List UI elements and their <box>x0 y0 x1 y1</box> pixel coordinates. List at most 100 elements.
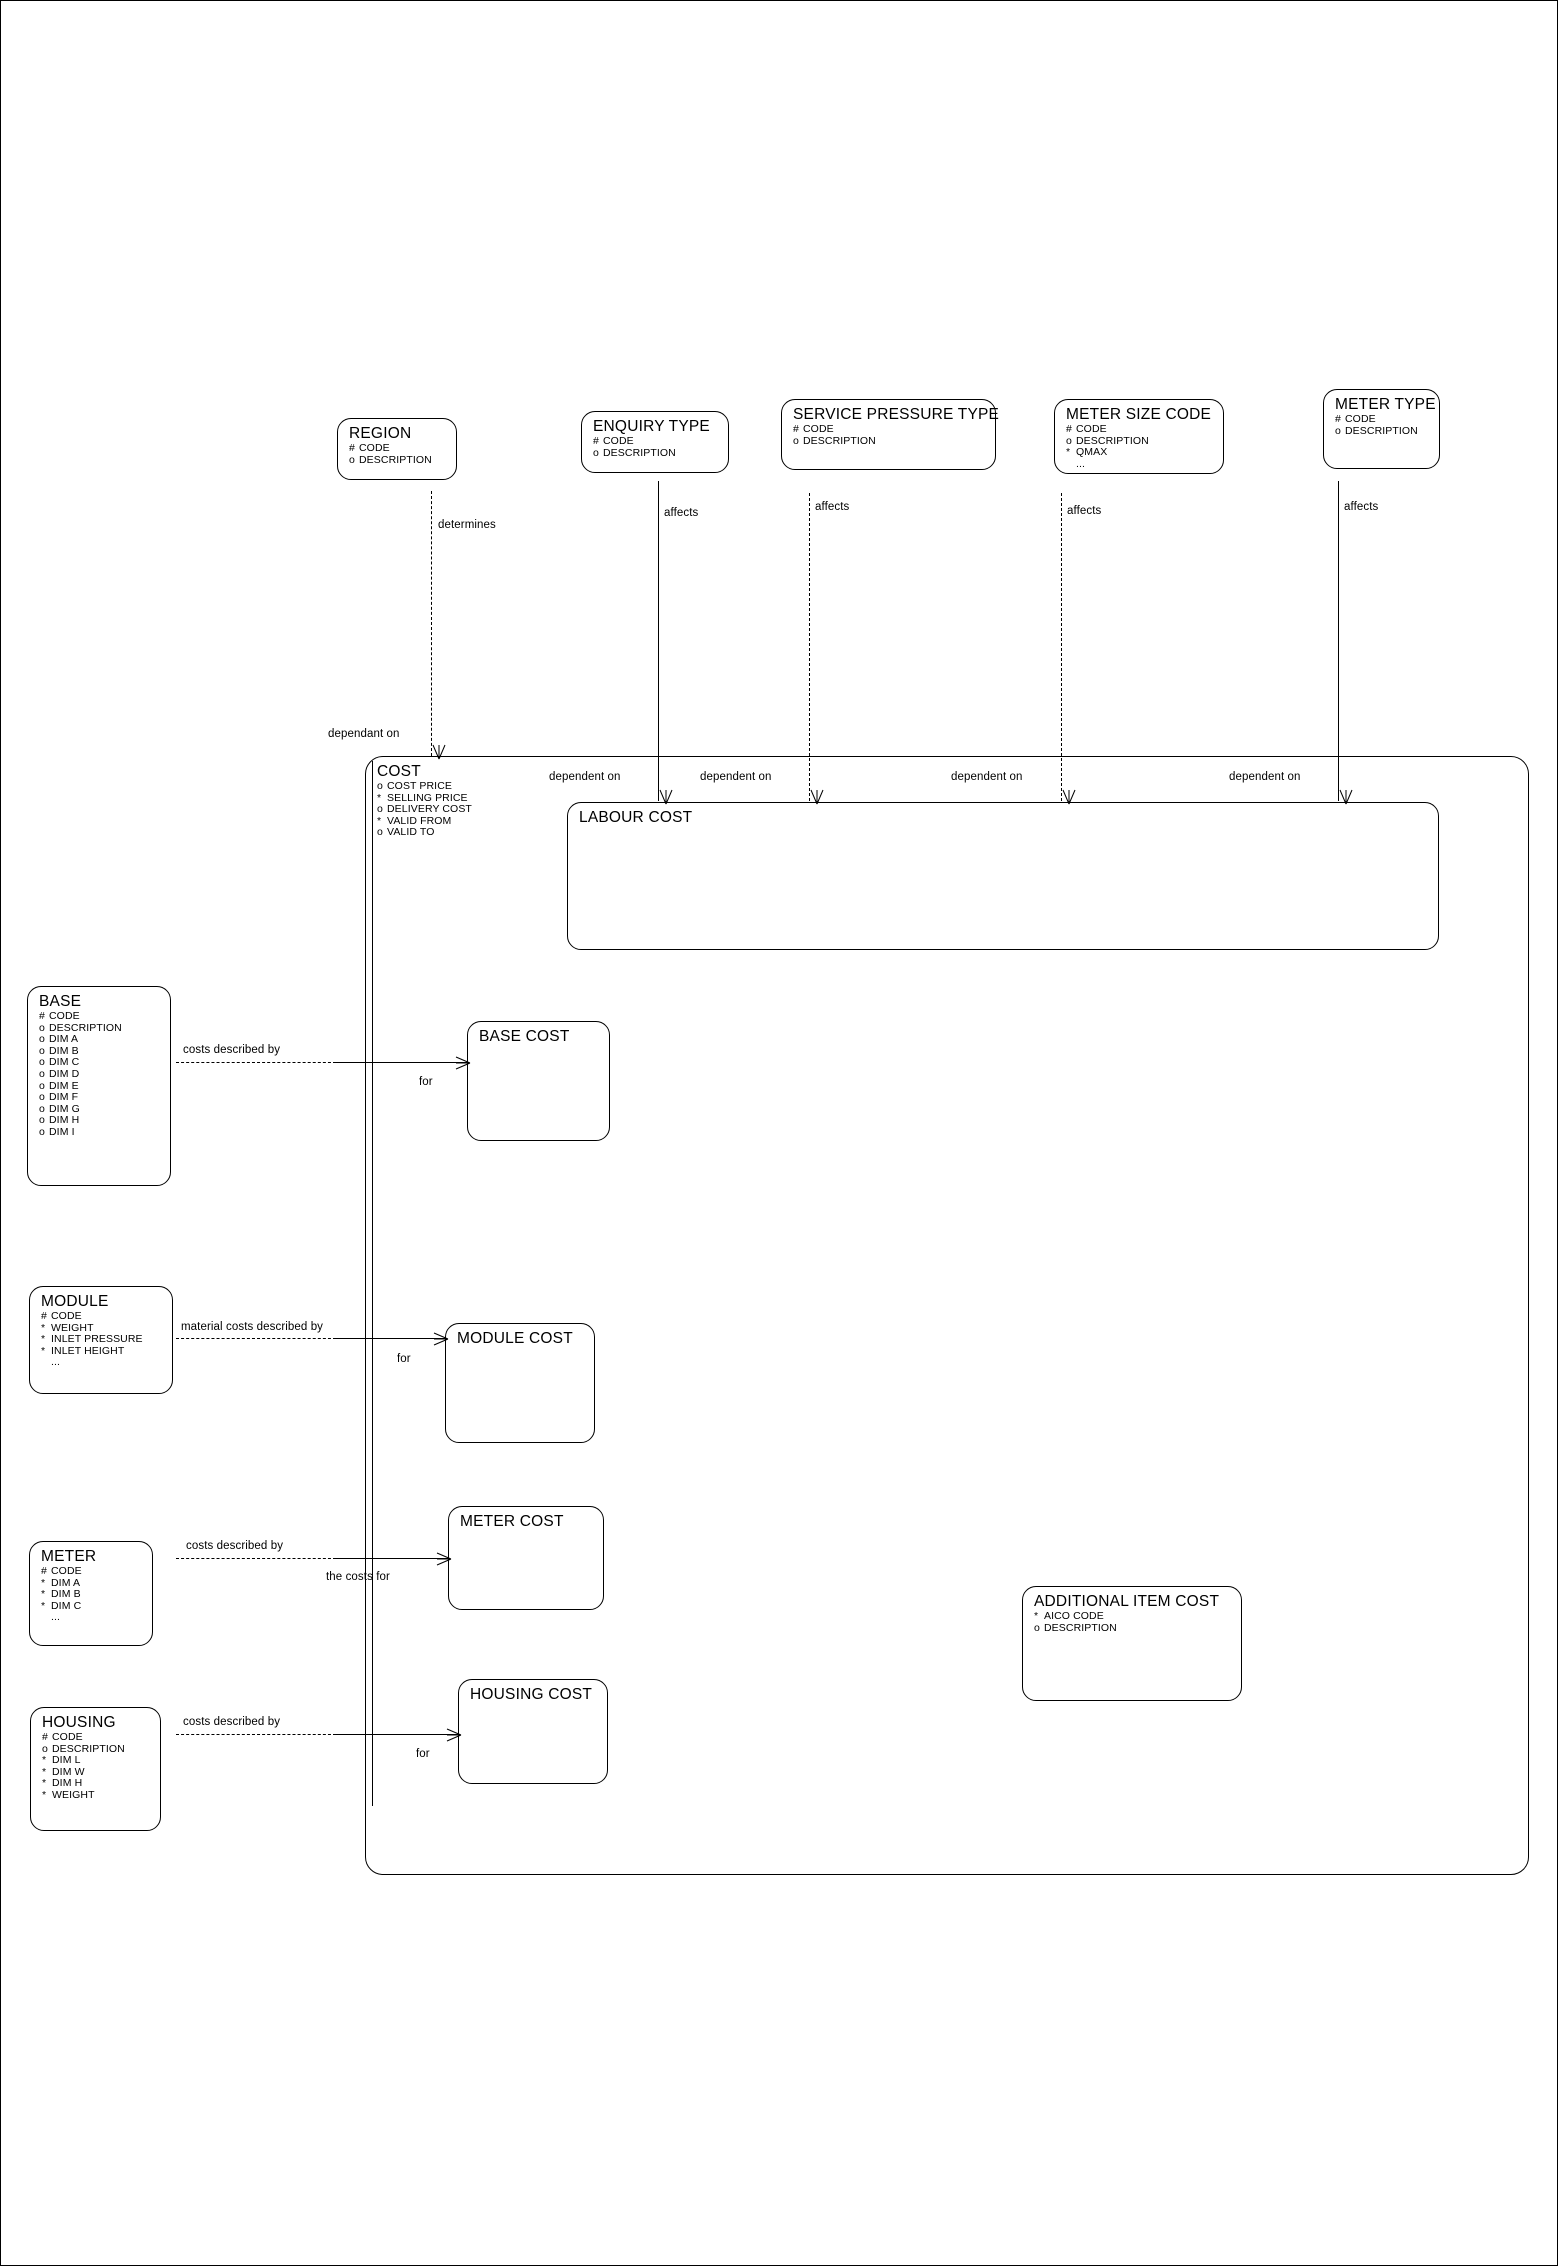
attribute-mark: # <box>42 1731 48 1743</box>
attribute-row: #CODE <box>1335 413 1430 426</box>
attribute-list: #CODE *WEIGHT *INLET PRESSURE *INLET HEI… <box>41 1310 163 1369</box>
attribute-mark: # <box>41 1565 47 1577</box>
entity-title: LABOUR COST <box>579 809 693 826</box>
label-dependent-on-metersize: dependent on <box>951 771 1023 783</box>
label-dependent-on-enquiry: dependent on <box>549 771 621 783</box>
entity-meter-cost[interactable]: METER COST <box>448 1506 604 1610</box>
entity-title: REGION <box>349 425 412 442</box>
attribute-mark: o <box>377 826 383 839</box>
attribute-row: #CODE <box>41 1565 143 1578</box>
entity-module-cost[interactable]: MODULE COST <box>445 1323 595 1443</box>
attribute-row: ... <box>1066 458 1214 471</box>
attribute-label: DIM C <box>49 1056 80 1069</box>
attribute-label: DESCRIPTION <box>49 1021 122 1034</box>
label-dependant-on: dependant on <box>328 728 400 740</box>
attribute-mark: # <box>1335 413 1341 425</box>
attribute-label: CODE <box>51 1310 82 1322</box>
entity-title: HOUSING <box>42 1714 116 1731</box>
attribute-mark: o <box>39 1114 45 1127</box>
attribute-row: *DIM H <box>42 1778 151 1790</box>
entity-meter[interactable]: METER #CODE *DIM A *DIM B *DIM C ... <box>29 1541 153 1646</box>
entity-title: METER <box>41 1548 97 1565</box>
attribute-row: #CODE <box>39 1010 161 1023</box>
entity-title: SERVICE PRESSURE TYPE <box>793 406 1000 423</box>
attribute-row: *QMAX <box>1066 446 1214 459</box>
attribute-row: ... <box>41 1357 163 1369</box>
attribute-label: CODE <box>52 1731 83 1743</box>
attribute-mark: o <box>1034 1621 1040 1634</box>
attribute-label: DIM A <box>51 1576 81 1589</box>
attribute-mark: # <box>1066 423 1072 435</box>
entity-module[interactable]: MODULE #CODE *WEIGHT *INLET PRESSURE *IN… <box>29 1286 173 1394</box>
attribute-row: *SELLING PRICE <box>377 791 1519 805</box>
attribute-label: DESCRIPTION <box>1044 1621 1117 1634</box>
attribute-row: #CODE <box>593 435 719 448</box>
attribute-mark: * <box>42 1788 47 1801</box>
attribute-mark: * <box>377 791 382 804</box>
attribute-mark: o <box>39 1044 45 1057</box>
entity-housing-cost[interactable]: HOUSING COST <box>458 1679 608 1784</box>
label-costs-described-by-base: costs described by <box>183 1044 281 1056</box>
entity-title: BASE COST <box>479 1028 570 1045</box>
attribute-label: DELIVERY COST <box>387 803 472 816</box>
attribute-label: DIM B <box>51 1588 81 1601</box>
attribute-row: *DIM A <box>41 1576 143 1590</box>
attribute-mark: * <box>42 1765 47 1778</box>
attribute-row: *VALID FROM <box>377 815 1519 828</box>
entity-labour-cost[interactable]: LABOUR COST <box>567 802 1439 950</box>
label-for-basecost: for <box>419 1076 433 1088</box>
attribute-mark: o <box>349 453 355 466</box>
attribute-mark: o <box>42 1742 48 1755</box>
entity-title: MODULE <box>41 1293 109 1310</box>
attribute-mark: o <box>39 1033 45 1046</box>
attribute-mark: * <box>41 1588 46 1601</box>
entity-title: COST <box>377 763 421 780</box>
attribute-mark: * <box>41 1344 46 1357</box>
attribute-label: AICO CODE <box>1044 1610 1104 1622</box>
attribute-label: DIM C <box>51 1599 82 1612</box>
attribute-mark: * <box>1034 1610 1039 1622</box>
attribute-row: *DIM W <box>42 1765 151 1779</box>
label-affects-enquiry: affects <box>664 507 699 519</box>
connector-housing-housingcost-dashed <box>176 1734 336 1735</box>
label-affects-metersize: affects <box>1067 505 1102 517</box>
attribute-mark: o <box>593 446 599 459</box>
entity-title: BASE <box>39 993 82 1010</box>
attribute-row: #CODE <box>793 423 986 436</box>
label-for-housingcost: for <box>416 1748 430 1760</box>
attribute-row: #CODE <box>1066 423 1214 436</box>
attribute-label: DESCRIPTION <box>603 446 676 459</box>
attribute-row: *INLET PRESSURE <box>41 1333 163 1346</box>
attribute-label: WEIGHT <box>51 1321 94 1334</box>
attribute-mark: * <box>1066 446 1071 459</box>
entity-base-cost[interactable]: BASE COST <box>467 1021 610 1141</box>
attribute-list: #CODE *DIM A *DIM B *DIM C ... <box>41 1565 143 1624</box>
attribute-mark: o <box>39 1125 45 1138</box>
attribute-mark: # <box>41 1310 47 1322</box>
attribute-row: * DIM B <box>41 1588 143 1601</box>
